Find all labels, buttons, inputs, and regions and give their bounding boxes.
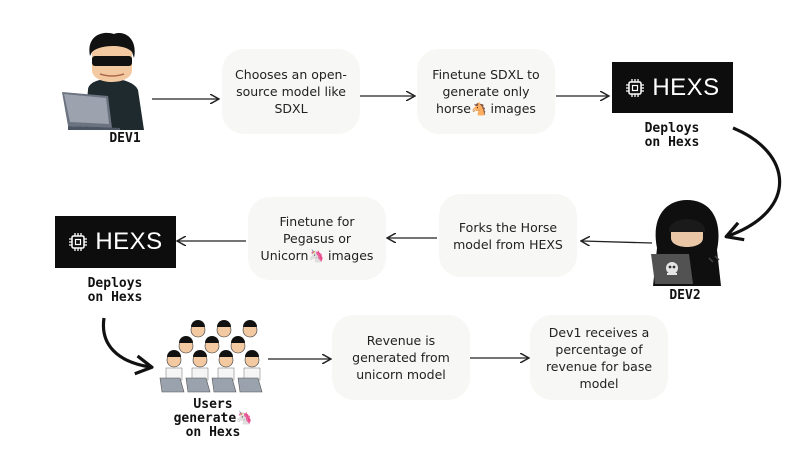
chip-icon: [626, 78, 645, 97]
arrow-hexs-to-dev2: [724, 126, 782, 242]
dev2-label: DEV2: [669, 288, 701, 303]
step-finetune-sdxl: Finetune SDXL to generate only horse🐴 im…: [417, 49, 555, 134]
step-dev1-receives: Dev1 receives a percentage of revenue fo…: [530, 315, 668, 400]
deploys-label-top: Deploys on Hexs: [644, 121, 700, 150]
step-choose-model: Chooses an open-source model like SDXL: [222, 49, 360, 134]
hexs-logo-top: HEXS: [612, 62, 733, 113]
hacker-laptop-icon: [62, 32, 144, 130]
hooded-hacker-laptop-icon: [651, 200, 721, 286]
hexs-logo-text: HEXS: [95, 228, 163, 255]
step-finetune-pegasus: Finetune for Pegasus or Unicorn🦄 images: [248, 197, 386, 280]
step-revenue-generated: Revenue is generated from unicorn model: [332, 315, 470, 400]
chip-icon: [69, 233, 88, 251]
users-label: Users generate🦄 on Hexs: [173, 397, 253, 440]
step-forks-model: Forks the Horse model from HEXS: [439, 194, 577, 277]
deploys-label-left: Deploys on Hexs: [87, 276, 143, 305]
arrow-dev2-to-forks: [582, 241, 653, 243]
dev1-label: DEV1: [109, 131, 141, 146]
hexs-logo-text: HEXS: [652, 73, 720, 101]
crowd-users-laptops-icon: [159, 320, 263, 393]
hexs-logo-left: HEXS: [55, 216, 176, 268]
arrow-hexs-to-users: [101, 317, 154, 376]
